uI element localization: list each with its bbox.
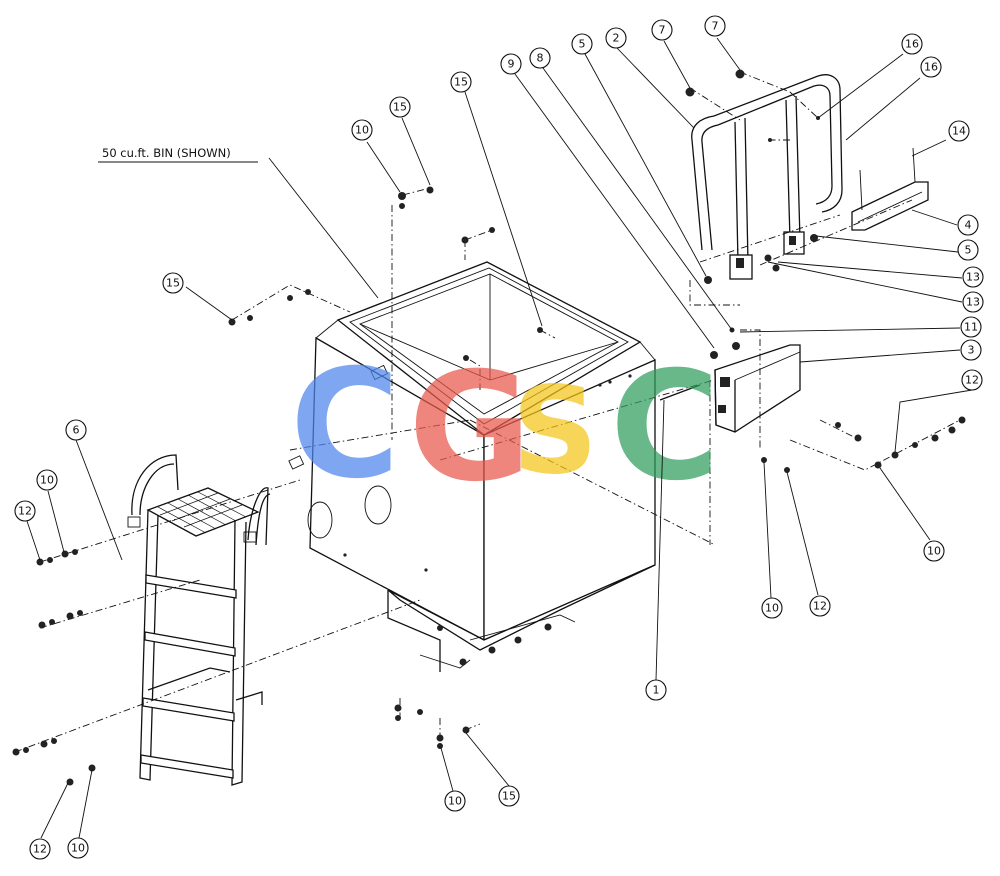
svg-text:15: 15: [393, 101, 407, 114]
watermark-letter-c2: C: [610, 340, 720, 514]
callout-15d: 15: [498, 785, 520, 807]
callout-16b: 16: [920, 56, 942, 78]
svg-text:4: 4: [965, 219, 972, 232]
callout-10f: 10: [923, 540, 945, 562]
callout-10a: 10: [351, 119, 373, 141]
callout-10d: 10: [444, 790, 466, 812]
bin-label: 50 cu.ft. BIN (SHOWN): [102, 146, 231, 160]
svg-text:10: 10: [765, 602, 779, 615]
svg-text:10: 10: [71, 842, 85, 855]
mount-bracket: [659, 344, 801, 433]
svg-text:8: 8: [537, 52, 544, 65]
svg-text:12: 12: [18, 505, 32, 518]
handrail: [691, 74, 843, 280]
svg-text:10: 10: [448, 795, 462, 808]
callout-13a: 13: [962, 266, 984, 288]
callout-5b: 5: [957, 239, 979, 261]
assembly-lines: [14, 71, 961, 753]
callout-12b: 12: [29, 838, 51, 860]
svg-text:7: 7: [659, 24, 666, 37]
callout-10c: 10: [67, 837, 89, 859]
callout-16a: 16: [901, 33, 923, 55]
watermark-letter-c1: C: [290, 338, 400, 512]
watermark-letter-g: G: [408, 341, 531, 515]
svg-text:3: 3: [968, 344, 975, 357]
watermark-letter-s: S: [512, 363, 598, 502]
svg-text:9: 9: [508, 58, 515, 71]
callout-9: 9: [500, 53, 522, 75]
callout-15b: 15: [450, 71, 472, 93]
svg-text:15: 15: [166, 277, 180, 290]
callout-13b: 13: [962, 291, 984, 313]
svg-text:5: 5: [579, 38, 586, 51]
svg-text:16: 16: [924, 61, 938, 74]
callout-12d: 12: [961, 369, 983, 391]
svg-text:13: 13: [966, 271, 980, 284]
cgsc-watermark: C G S C: [290, 338, 720, 515]
callout-7a: 7: [651, 19, 673, 41]
fasteners: [12, 69, 966, 786]
svg-text:15: 15: [502, 790, 516, 803]
callout-14: 14: [948, 120, 970, 142]
svg-text:10: 10: [355, 124, 369, 137]
callout-15c: 15: [162, 272, 184, 294]
svg-text:15: 15: [454, 76, 468, 89]
svg-text:13: 13: [966, 296, 980, 309]
svg-text:12: 12: [33, 843, 47, 856]
callout-10e: 10: [761, 597, 783, 619]
svg-text:6: 6: [73, 424, 80, 437]
svg-text:12: 12: [813, 600, 827, 613]
callout-1: 1: [645, 679, 667, 701]
callout-10b: 10: [36, 469, 58, 491]
callout-2: 2: [605, 27, 627, 49]
callout-8: 8: [529, 47, 551, 69]
callout-12a: 12: [14, 500, 36, 522]
svg-text:10: 10: [40, 474, 54, 487]
ladder: [127, 454, 271, 786]
svg-text:16: 16: [905, 38, 919, 51]
callout-11: 11: [960, 316, 982, 338]
svg-text:2: 2: [613, 32, 620, 45]
svg-text:10: 10: [927, 545, 941, 558]
svg-text:5: 5: [965, 244, 972, 257]
callout-7b: 7: [704, 15, 726, 37]
callout-6: 6: [65, 419, 87, 441]
callout-3: 3: [960, 339, 982, 361]
callout-5a: 5: [571, 33, 593, 55]
bin-body: [288, 261, 656, 672]
svg-text:11: 11: [964, 321, 978, 334]
callout-4: 4: [957, 214, 979, 236]
svg-text:12: 12: [965, 374, 979, 387]
svg-text:1: 1: [653, 684, 660, 697]
callout-15a: 15: [389, 96, 411, 118]
callout-12c: 12: [809, 595, 831, 617]
svg-text:14: 14: [952, 125, 966, 138]
leader-lines: [26, 37, 973, 839]
plate: [851, 147, 929, 231]
callouts: 1 2 3 4 5 5 6 7 7 8 9 10 10 10 10 10 10 …: [14, 15, 984, 860]
svg-text:7: 7: [712, 20, 719, 33]
